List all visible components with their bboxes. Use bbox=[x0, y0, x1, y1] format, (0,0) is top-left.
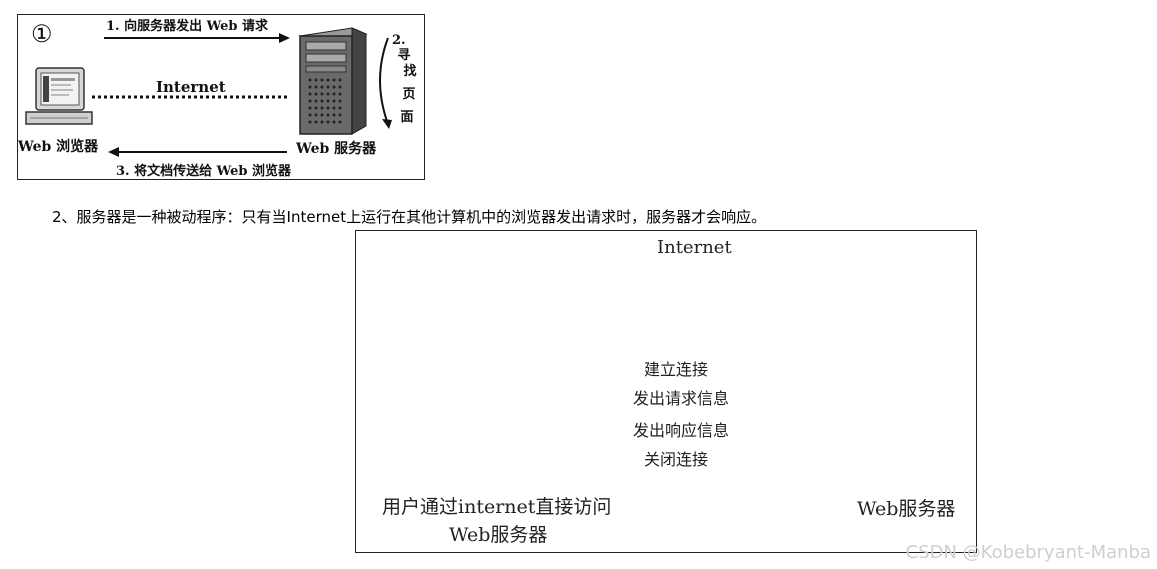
internet-label-1: Internet bbox=[156, 78, 226, 96]
browser-label: Web 浏览器 bbox=[18, 136, 98, 156]
server-label-1: Web 服务器 bbox=[296, 138, 376, 158]
arrow-label-response: 发出响应信息 bbox=[633, 417, 729, 441]
step3-arrow bbox=[108, 147, 287, 157]
web-server-tower-icon bbox=[300, 28, 366, 134]
arrow-label-request: 发出请求信息 bbox=[633, 385, 729, 409]
step1-arrow bbox=[104, 33, 290, 43]
user-label-line2: Web服务器 bbox=[449, 520, 547, 547]
browser-computer-icon bbox=[26, 68, 92, 124]
arrow-label-establish: 建立连接 bbox=[644, 356, 708, 380]
step-badge: ① bbox=[31, 20, 53, 48]
step3-label: 3. 将文档传送给 Web 浏览器 bbox=[116, 160, 291, 179]
caption-text: 2、服务器是一种被动程序：只有当Internet上运行在其他计算机中的浏览器发出… bbox=[52, 206, 766, 227]
watermark: CSDN @Kobebryant-Manba bbox=[906, 542, 1151, 563]
arrow-label-close: 关闭连接 bbox=[644, 446, 708, 470]
step2-number: 2. bbox=[392, 33, 406, 48]
user-label-line1: 用户通过internet直接访问 bbox=[382, 492, 611, 519]
step2-char-4: 面 bbox=[399, 110, 415, 126]
step2-char-3: 页 bbox=[401, 87, 417, 103]
find-page-curved-arrow bbox=[380, 38, 392, 129]
step2-char-2: 找 bbox=[402, 64, 418, 80]
internet-label-2: Internet bbox=[657, 237, 732, 258]
step1-label: 1. 向服务器发出 Web 请求 bbox=[106, 15, 268, 34]
step2-char-1: 寻 bbox=[396, 48, 412, 64]
server-label-2: Web服务器 bbox=[857, 494, 955, 521]
